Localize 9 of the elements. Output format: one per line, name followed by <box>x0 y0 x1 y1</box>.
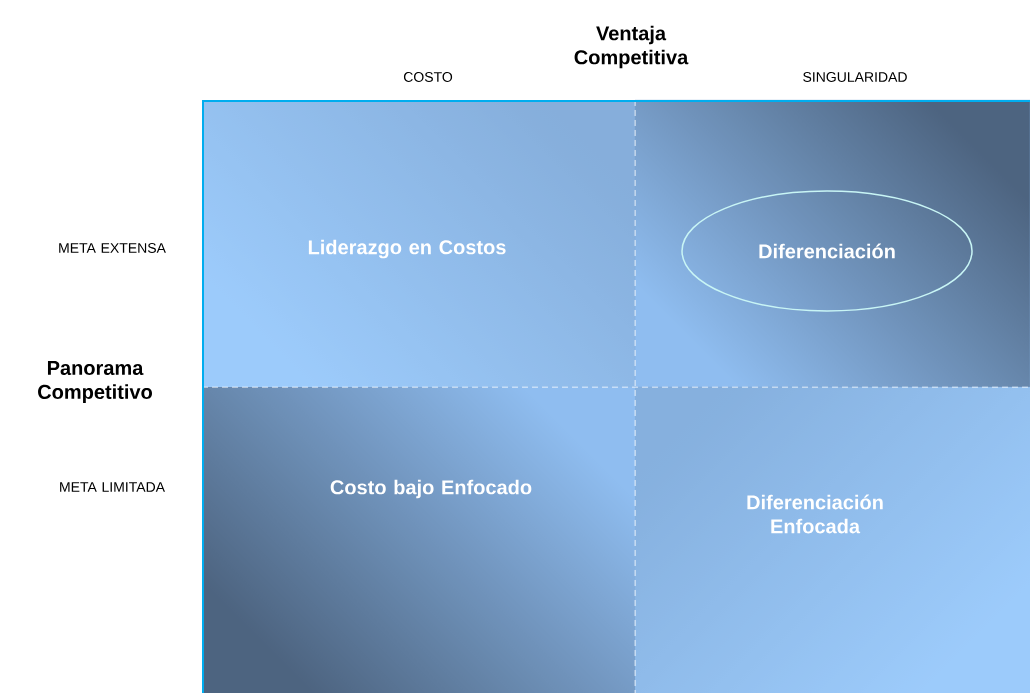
quadrant: Diferenciación Enfocada <box>747 494 883 534</box>
axis-title: Panorama Competitivo <box>38 361 152 403</box>
quadrant: Costo bajo Enfocado <box>330 479 532 499</box>
axis-label: META EXTENSA <box>59 243 166 253</box>
axis-label: META LIMITADA <box>60 482 165 492</box>
axis-label: SINGULARIDAD <box>803 72 907 82</box>
axis-label: COSTO <box>403 72 453 82</box>
axis-title: Ventaja Competitiva <box>574 25 689 69</box>
quadrant: Liderazgo en Costos <box>308 239 506 259</box>
